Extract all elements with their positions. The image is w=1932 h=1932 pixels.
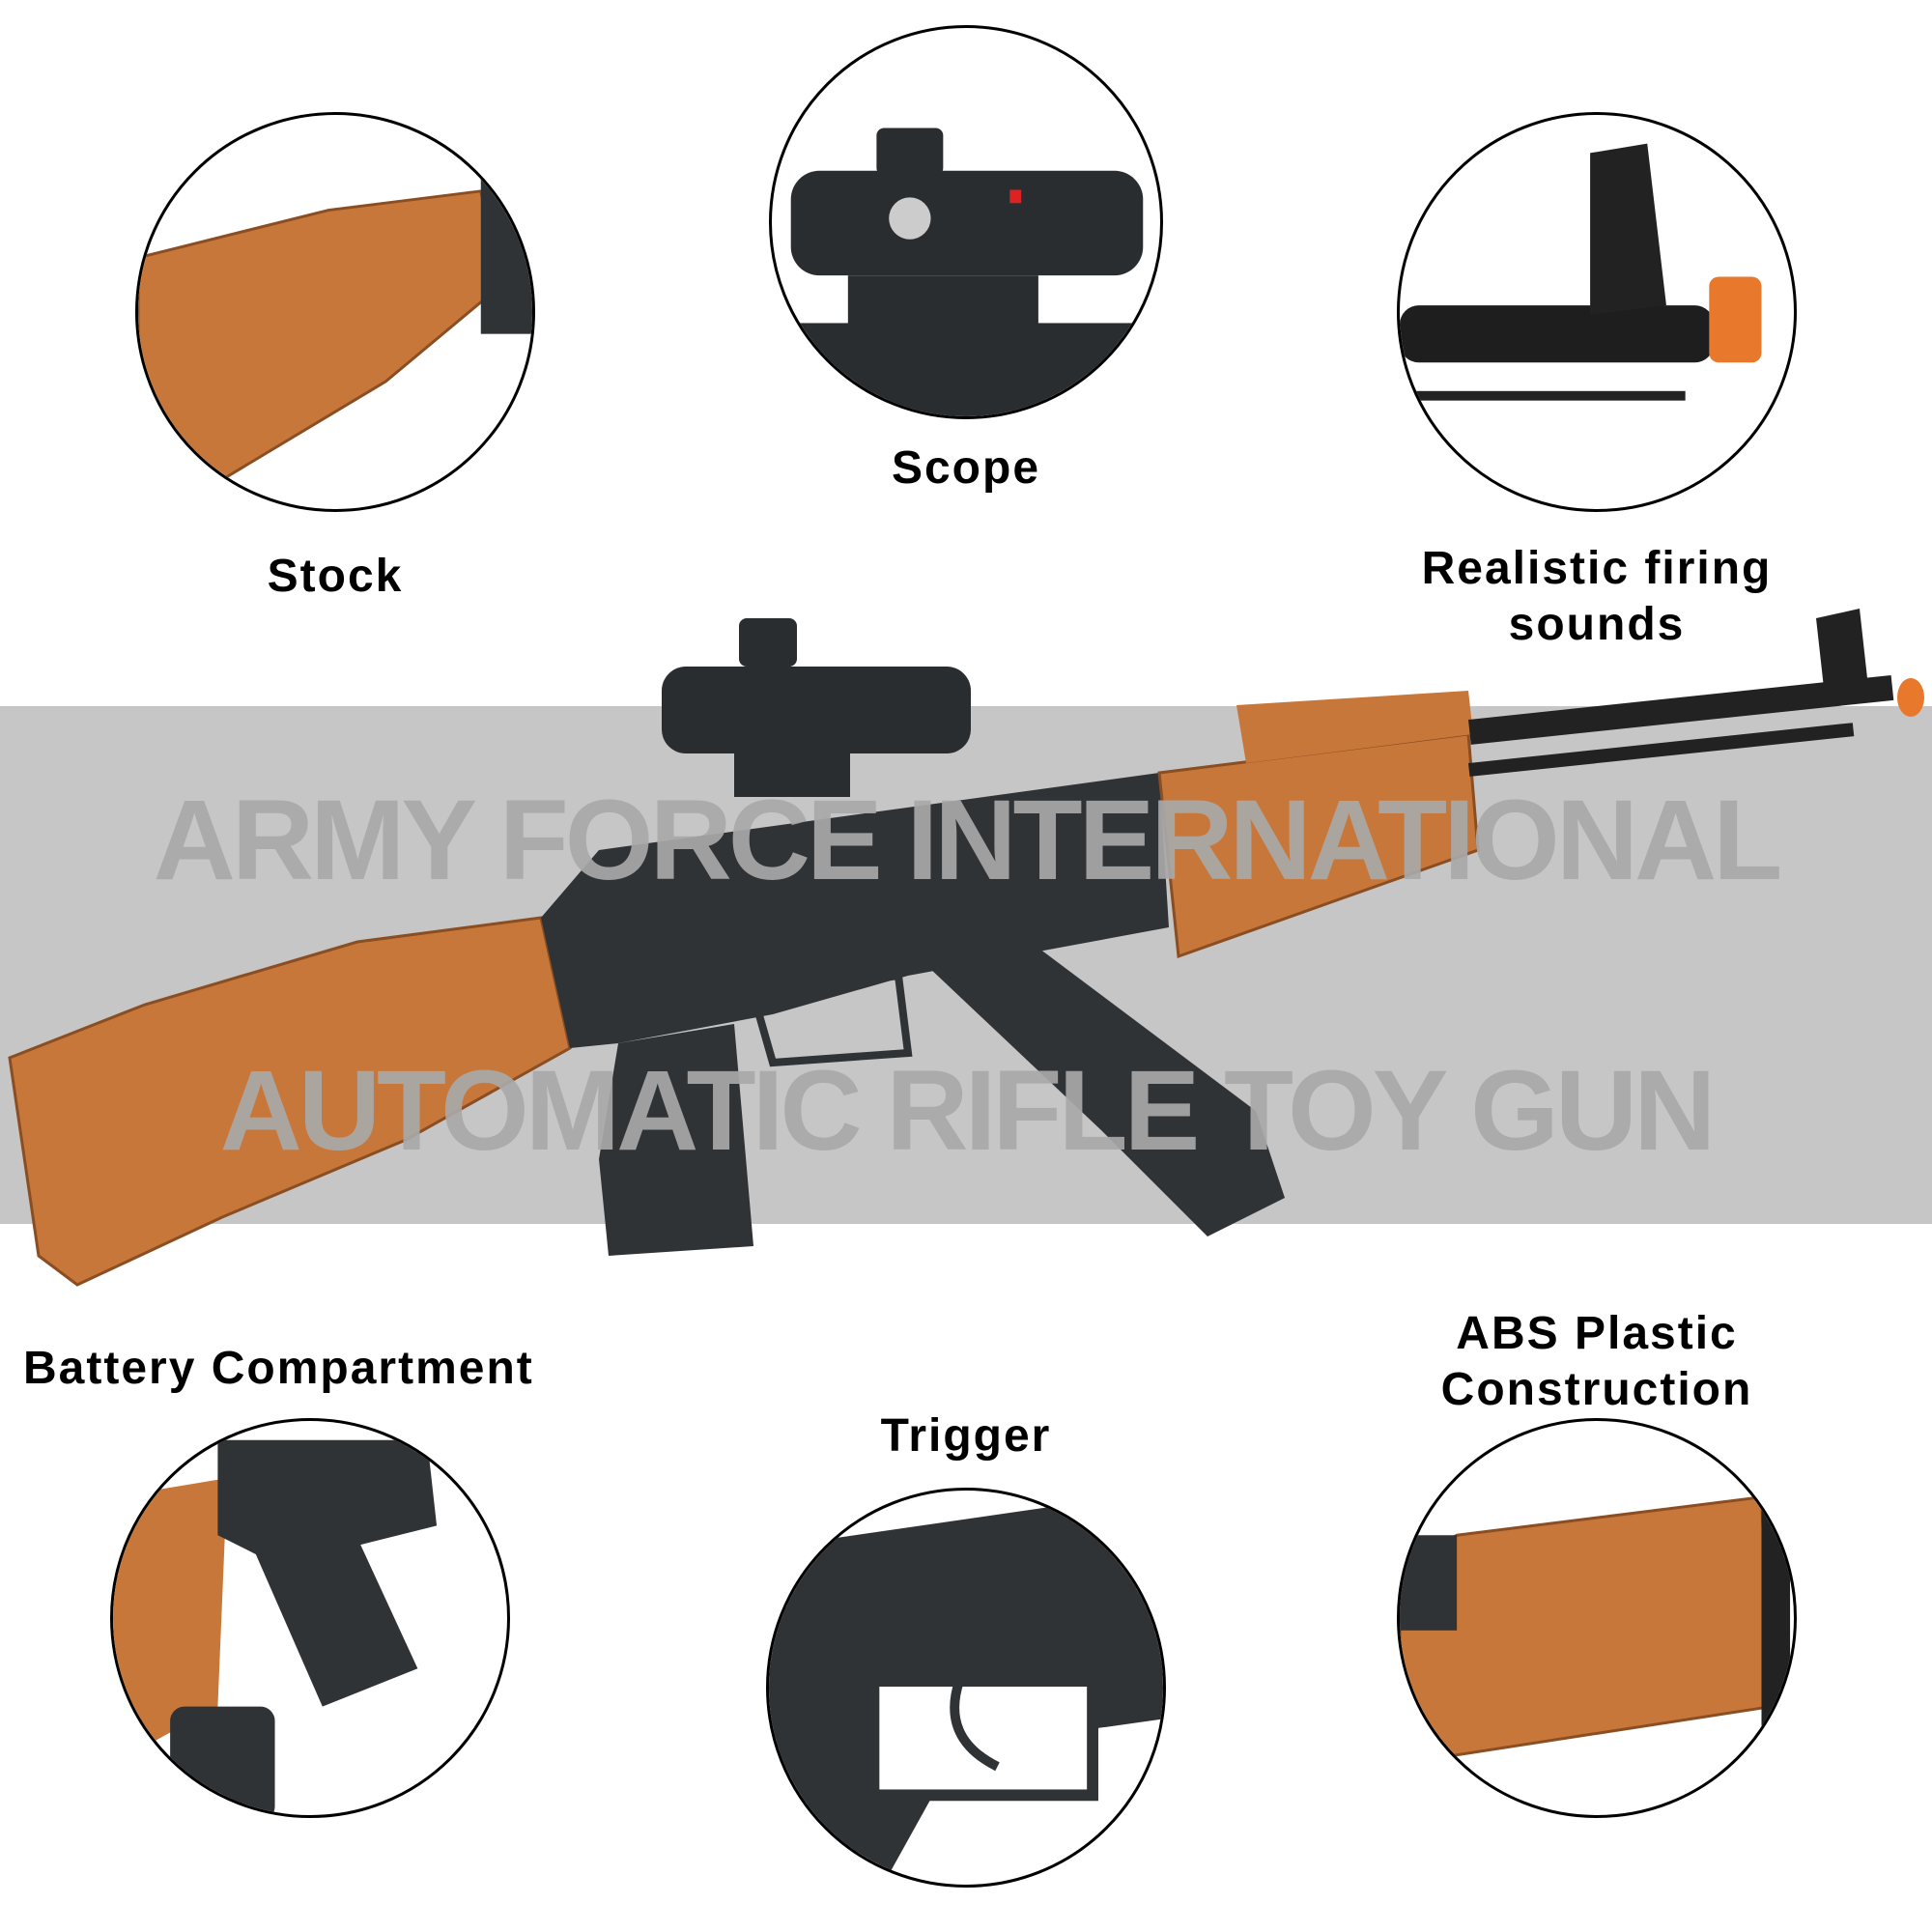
label-trigger: Trigger [880, 1410, 1052, 1462]
watermark-line-1: ARMY FORCE INTERNATIONAL [153, 777, 1783, 904]
label-firing-sounds: Realistic firing sounds [1421, 543, 1773, 650]
stock-detail-circle [135, 112, 535, 512]
label-battery: Battery Compartment [23, 1343, 534, 1394]
pistol-grip [599, 1024, 753, 1256]
battery-detail-circle [110, 1418, 510, 1818]
magazine [927, 937, 1285, 1236]
label-scope: Scope [891, 442, 1041, 494]
trigger-guard [748, 971, 913, 1067]
trigger-detail-circle [766, 1488, 1166, 1888]
label-stock: Stock [267, 551, 404, 602]
barrel [1468, 609, 1924, 777]
stock [8, 916, 572, 1287]
handguard [1157, 691, 1480, 959]
watermark-line-2: AUTOMATIC RIFLE TOY GUN [219, 1047, 1717, 1175]
scope [662, 618, 971, 797]
abs-detail-circle [1397, 1418, 1797, 1818]
receiver [541, 773, 1169, 1048]
firing-detail-circle [1397, 112, 1797, 512]
label-abs-plastic: ABS Plastic Construction [1440, 1308, 1753, 1415]
rifle-image [8, 609, 1924, 1287]
scope-detail-circle [769, 25, 1163, 419]
